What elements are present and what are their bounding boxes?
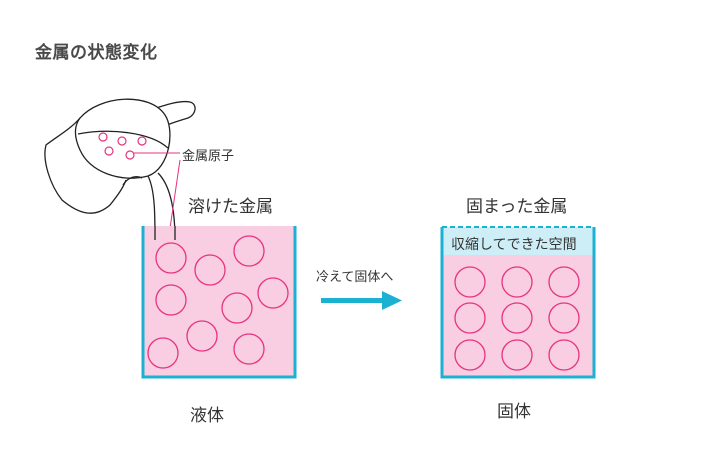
atom (125, 150, 135, 160)
liquid-container (141, 226, 297, 379)
atom (221, 292, 253, 324)
atom (155, 284, 187, 316)
space-fill (442, 227, 594, 255)
cooling-arrow (321, 291, 402, 310)
ladle-liquid-line (77, 130, 169, 149)
atom (257, 277, 289, 309)
metal-atom-label: 金属原子 (182, 149, 235, 164)
atom (194, 254, 226, 286)
liquid-atoms (147, 235, 289, 369)
atom (501, 266, 533, 298)
atom (155, 242, 187, 274)
ladle-body (44, 117, 127, 214)
liquid-fill (143, 226, 295, 376)
atom (501, 302, 533, 334)
ladle-atoms (98, 132, 147, 160)
atom (548, 302, 580, 334)
atom (137, 136, 147, 146)
atom (454, 266, 486, 298)
solid-fill (442, 255, 594, 377)
diagram-title: 金属の状態変化 (35, 43, 158, 63)
atom (548, 339, 580, 371)
solid-label: 固体 (497, 402, 531, 422)
atom (104, 146, 114, 156)
ladle-lip (122, 176, 143, 186)
ladle-handle (149, 100, 196, 129)
atom (454, 302, 486, 334)
atom (147, 337, 179, 369)
atom (233, 333, 265, 365)
solid-metal-label: 固まった金属 (466, 197, 568, 217)
ladle-rim (74, 98, 171, 179)
atom (454, 339, 486, 371)
ladle (44, 98, 196, 241)
atom (98, 132, 108, 142)
atom (548, 266, 580, 298)
molten-metal-label: 溶けた金属 (188, 197, 273, 217)
liquid-label: 液体 (190, 406, 224, 426)
shrink-space-label: 収縮してできた空間 (451, 237, 577, 253)
atom (117, 136, 127, 146)
arrow-caption: 冷えて固体へ (316, 270, 394, 285)
solid-atoms (454, 266, 580, 371)
atom (186, 320, 218, 352)
atom (501, 339, 533, 371)
solid-container (440, 227, 596, 379)
atom (233, 235, 265, 267)
